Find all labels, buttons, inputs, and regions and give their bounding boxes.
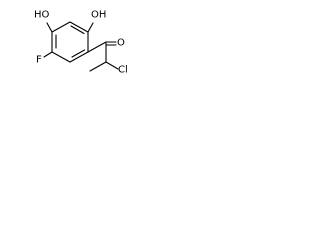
hydroxyl-right-label: OH [91,10,106,21]
hydroxyl-left-label: HO [34,10,50,21]
ring-bond [51,21,71,33]
chlorine-label: Cl [118,65,128,76]
bond-to-fluorine [43,51,53,58]
ring-bond [51,51,71,63]
ring-bond [69,21,89,33]
carbonyl-oxygen-label: O [117,38,125,49]
benzene-ring [51,21,89,63]
ring-bond [69,51,89,63]
bond-alpha-carbon-to-chlorine [105,61,119,70]
bond-to-right-hydroxyl [87,22,94,33]
bond-ring-to-carbonyl [87,41,107,53]
molecule-structure: HO OH F O Cl [34,10,128,76]
ring-double-bond [71,49,86,58]
ring-double-bond [70,25,85,35]
bond-alpha-carbon-to-methyl [89,61,107,72]
bond-to-left-hydroxyl [46,22,53,33]
substituent-bonds [43,22,119,72]
fluorine-label: F [36,55,42,66]
